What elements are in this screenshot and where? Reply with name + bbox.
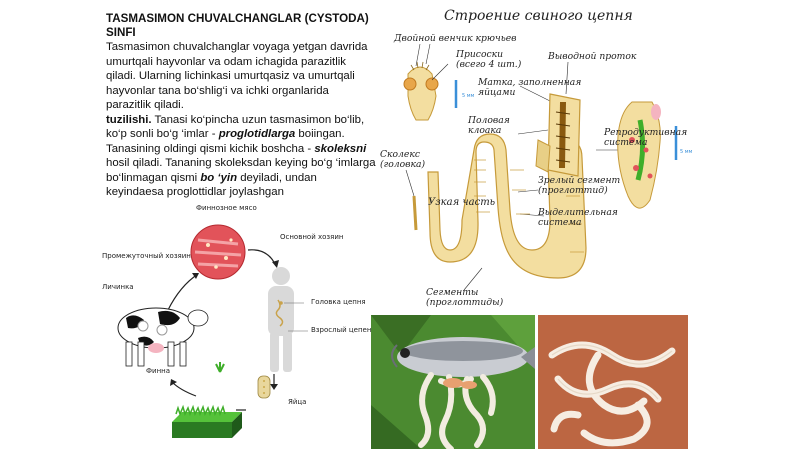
label-adult-worm: Взрослый цепень: [311, 326, 376, 334]
label-cloaca: Половая клоака: [468, 115, 510, 136]
label-hooks: Двойной венчик крючьев: [394, 33, 517, 44]
life-cycle-diagram: Финнозное мясо Основной хозяин Промежуто…: [98, 200, 376, 449]
label-suckers: Присоски (всего 4 шт.): [456, 49, 522, 70]
label-mature-segment: Зрелый сегмент (проглоттид): [538, 175, 621, 196]
structure-heading: tuzilishi.: [106, 113, 152, 126]
label-uterus: Матка, заполненная яйцами: [478, 77, 582, 98]
label-scolex-head: Головка цепня: [311, 298, 366, 306]
structure-text-3: hosil qiladi. Tananing skoleksdan keying…: [106, 157, 376, 184]
label-segments: Сегменты (проглоттиды): [426, 287, 504, 308]
label-eggs: Яйца: [288, 398, 307, 406]
section-title: TASMASIMON CHUVALCHANGLAR (CYSTODA) SINF…: [106, 12, 369, 39]
label-narrow-part: Узкая часть: [428, 197, 496, 208]
anatomy-diagram: Строение свиного цепня Двойной венчик кр…: [370, 0, 693, 312]
label-excretory-system: Выделительная система: [538, 207, 618, 228]
label-finna: Финна: [146, 367, 171, 375]
structure-text-2: boiingan. Tanasining oldingi qismi kichi…: [106, 128, 345, 155]
worm-body: [427, 133, 587, 279]
structure-text-1: Tanasi ko‘pincha uzun tasmasimon bo‘lib,…: [106, 113, 365, 141]
structure-text-4: deyiladi, undan keyindaesa proglottidlar…: [106, 171, 317, 199]
human-host-image: [268, 267, 294, 372]
scale-label-2: 5 мм: [680, 149, 693, 155]
life-cycle-illustration: [117, 224, 308, 438]
fish-photo-graphic: [371, 315, 535, 449]
grass-block-image: [172, 404, 242, 438]
pork-tapeworm-illustration: [403, 43, 678, 291]
label-excretory-duct: Выводной проток: [548, 51, 637, 62]
intro-paragraph: Tasmasimon chuvalchanglar voyaga yetgan …: [106, 41, 368, 111]
label-intermediate-host: Промежуточный хозяин: [102, 252, 191, 260]
worm-photo-graphic: [538, 315, 688, 449]
term-neck: bo ‘yin: [200, 171, 238, 184]
label-main-host: Основной хозяин: [280, 233, 344, 241]
anatomy-title: Строение свиного цепня: [444, 8, 633, 24]
label-scolex: Сколекс (головка): [380, 149, 426, 170]
scale-label-1: 5 мм: [462, 93, 475, 99]
label-infected-meat: Финнозное мясо: [196, 204, 257, 212]
reproductive-system-image: [617, 101, 661, 209]
term-scolex: skoleksni: [314, 142, 367, 155]
label-larva: Личинка: [102, 283, 134, 291]
scolex-detail-image: [403, 61, 439, 121]
mature-segment-image: [535, 93, 581, 177]
cow-image: [117, 307, 209, 367]
label-reproductive: Репродуктивная система: [604, 127, 688, 148]
tapeworm-on-ground-photo: [538, 315, 688, 449]
fish-with-tapeworms-photo: [371, 315, 535, 449]
structure-paragraph: tuzilishi. Tanasi ko‘pincha uzun tasmasi…: [106, 113, 376, 200]
description-text-block: TASMASIMON CHUVALCHANGLAR (CYSTODA) SINF…: [106, 12, 376, 200]
term-proglottids: proglotidlarga: [218, 128, 296, 140]
